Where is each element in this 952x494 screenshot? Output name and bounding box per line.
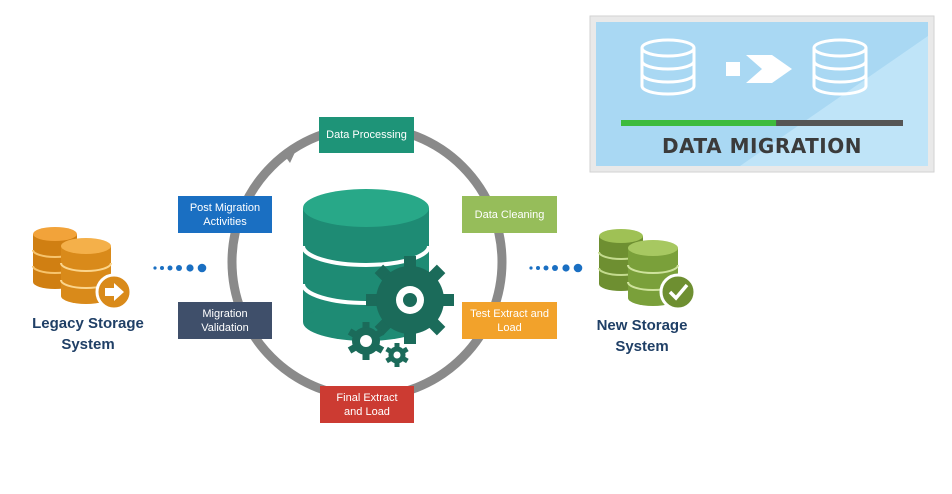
ring-arrow-icon — [282, 150, 296, 163]
new-label-line1: New Storage — [596, 317, 688, 334]
legacy-storage-label: Legacy Storage System — [20, 313, 156, 355]
step-label-line2: and Load — [344, 405, 390, 418]
check-badge-icon — [668, 283, 689, 301]
step-label-line1: Migration — [202, 307, 248, 320]
step-label-line2: Load — [497, 321, 522, 334]
new-label-line2: System — [615, 338, 669, 355]
progress-fill — [621, 120, 777, 126]
gear-small-icon — [347, 322, 385, 360]
gear-large-icon — [366, 256, 454, 344]
legacy-database-icon — [32, 227, 133, 311]
banner-sheen — [740, 36, 928, 166]
step-data-processing: Data Processing — [319, 117, 414, 153]
database-outline-icon — [640, 38, 696, 96]
new-storage-label: New Storage System — [580, 315, 704, 357]
step-test-extract-and-load: Test Extract and Load — [462, 302, 557, 339]
legacy-label-line2: System — [61, 336, 115, 353]
step-label: Data Processing — [326, 129, 407, 141]
arrow-right-icon — [726, 55, 792, 83]
step-migration-validation: Migration Validation — [178, 302, 272, 339]
step-label-line1: Test Extract and — [470, 307, 549, 320]
new-database-icon — [598, 229, 697, 311]
step-post-migration-activities: Post Migration Activities — [178, 196, 272, 233]
step-final-extract-and-load: Final Extract and Load — [320, 386, 414, 423]
arrow-badge-icon — [105, 283, 124, 301]
step-label-line1: Post Migration — [189, 201, 261, 214]
banner-title: DATA MIGRATION — [662, 134, 862, 158]
step-label: Data Cleaning — [474, 208, 545, 221]
connector-dots-left — [153, 263, 207, 273]
step-label-line2: Activities — [203, 215, 247, 228]
gear-tiny-icon — [385, 343, 409, 367]
connector-dots-right — [529, 263, 583, 273]
database-outline-icon-target — [812, 38, 868, 96]
step-label-line2: Validation — [201, 321, 249, 334]
legacy-label-line1: Legacy Storage — [32, 315, 144, 332]
step-label-line1: Final Extract — [336, 391, 398, 404]
step-data-cleaning: Data Cleaning — [462, 196, 557, 233]
banner — [589, 15, 935, 173]
